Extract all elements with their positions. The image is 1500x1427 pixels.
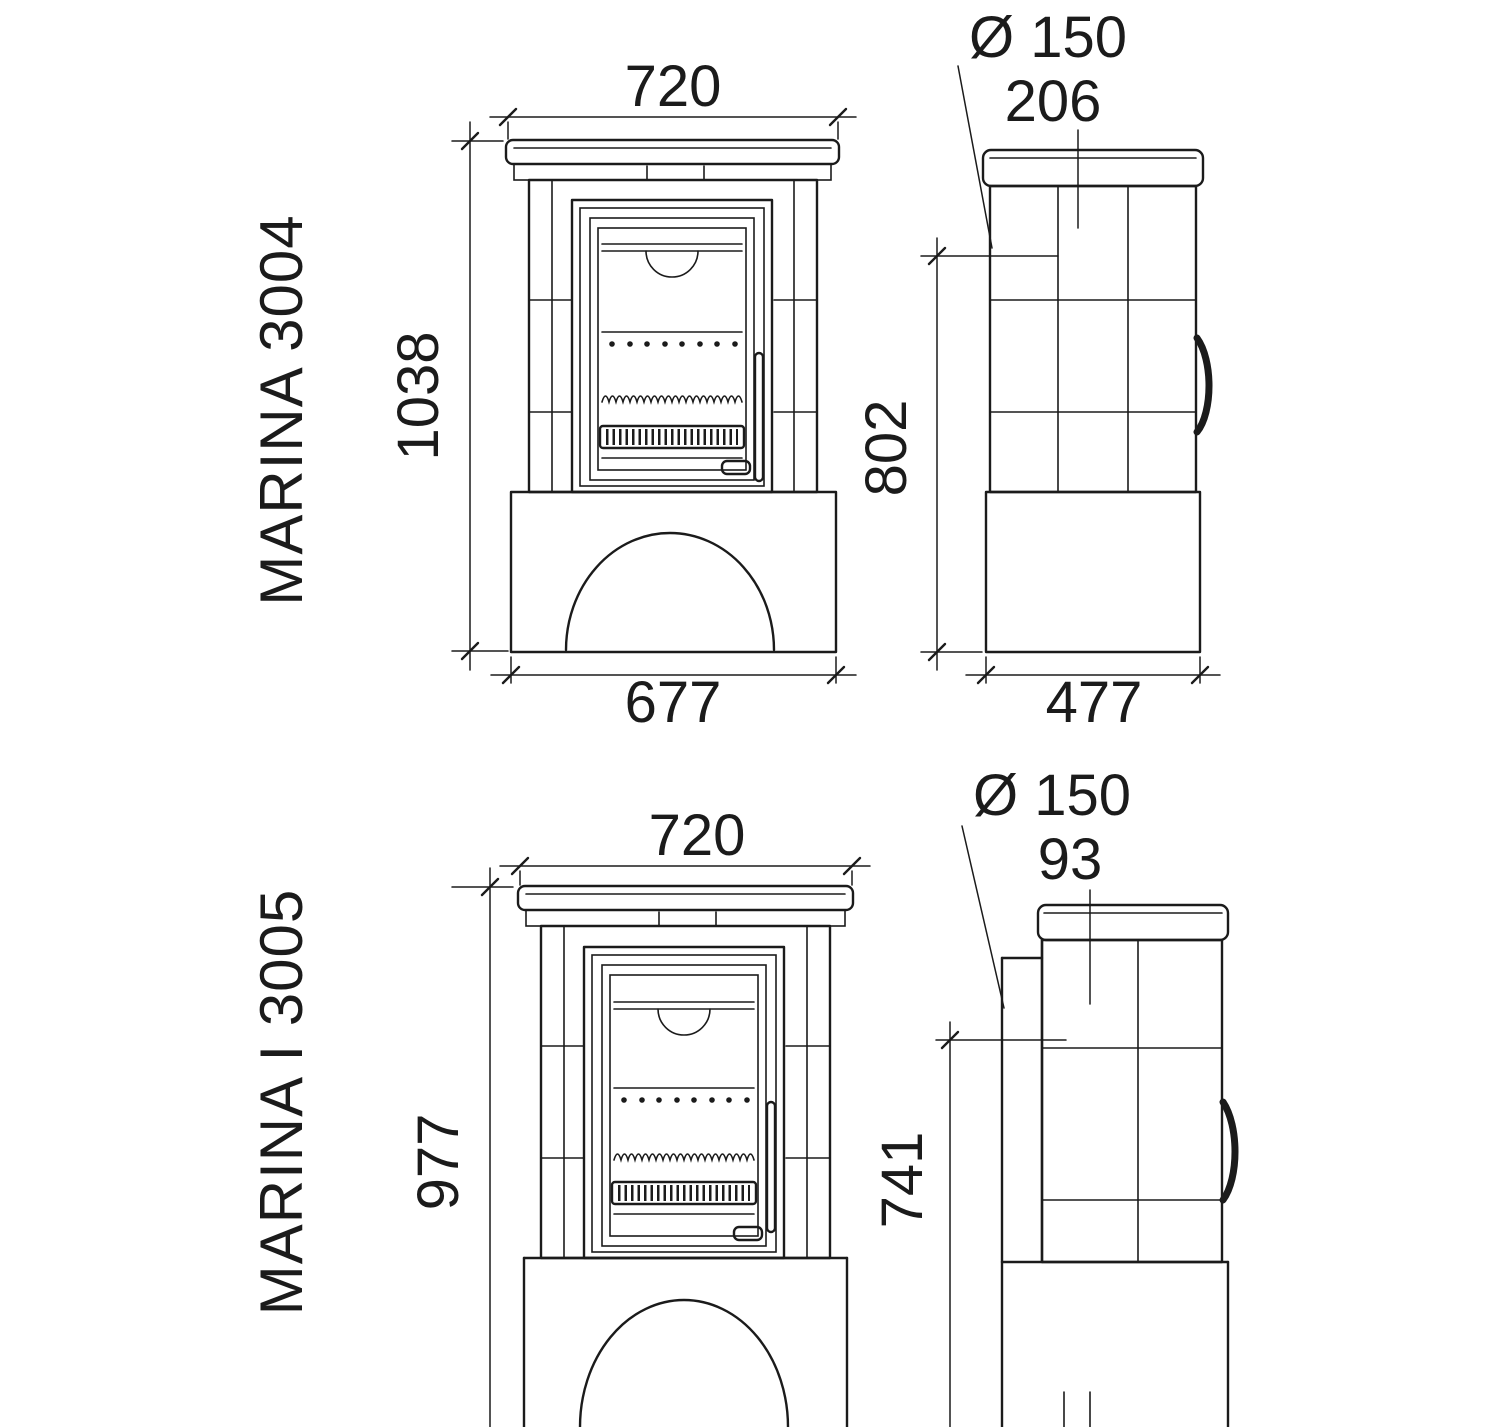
front-body-tiles [539, 924, 832, 1260]
model-3005-side-view [1000, 903, 1239, 1427]
side-base [984, 490, 1202, 654]
dim-3004-base-width-label: 677 [625, 670, 722, 735]
dim-3005-height-label: 977 [406, 1114, 471, 1211]
dim-3004-flue-height: 802 [854, 237, 1059, 671]
model-3004-dimensions: 720 1038 677 Ø 150 [386, 5, 1221, 735]
side-back-panel [1000, 938, 1044, 1264]
door-handle-bar [753, 351, 765, 483]
model-3004-label: MARINA 3004 [248, 214, 315, 605]
dim-3004-depth-label: 477 [1046, 670, 1143, 735]
door-latch [720, 459, 752, 476]
dim-3004-flue-height-label: 802 [854, 400, 919, 497]
door-coil-spring [613, 1153, 755, 1163]
model-3005: MARINA I 3005 [248, 763, 1239, 1427]
dim-3005-flue: Ø 150 93 [961, 763, 1131, 1009]
side-door-handle [1219, 1098, 1239, 1204]
model-3005-dimensions: 720 977 Ø 150 93 741 [406, 763, 1131, 1427]
dim-3004-flue-diameter-label: Ø 150 [969, 5, 1127, 70]
dim-3004-height-label: 1038 [386, 331, 451, 460]
dim-3004-base-width: 677 [490, 656, 857, 735]
dim-3005-top-width-label: 720 [649, 803, 746, 868]
model-3004: MARINA 3004 [248, 5, 1221, 735]
side-body-tiles [988, 184, 1198, 494]
front-door [582, 945, 786, 1260]
model-3005-label: MARINA I 3005 [248, 889, 315, 1316]
side-top-plate [981, 148, 1205, 188]
side-base [1000, 1260, 1230, 1427]
door-air-holes [601, 331, 743, 347]
front-crown [516, 884, 855, 927]
model-3004-side-view [981, 148, 1213, 654]
dim-3005-flue-offset-label: 93 [1038, 827, 1103, 892]
dim-3004-top-width: 720 [489, 54, 857, 140]
dim-3005-flue-diameter-label: Ø 150 [973, 763, 1131, 828]
door-grille [598, 424, 746, 459]
dim-3004-flue-offset-label: 206 [1005, 69, 1102, 134]
dim-3004-height: 1038 [386, 121, 509, 671]
front-crown [504, 138, 841, 181]
side-door-handle [1193, 334, 1213, 436]
dim-3005-top-width: 720 [499, 803, 871, 886]
front-door [570, 198, 774, 494]
front-base [522, 1256, 849, 1427]
dim-3005-flue-height-label: 741 [870, 1132, 935, 1229]
door-grille [610, 1180, 758, 1215]
door-air-holes [613, 1087, 755, 1103]
dim-3004-top-width-label: 720 [625, 54, 722, 119]
door-latch [732, 1225, 764, 1242]
door-air-deflector [613, 1001, 755, 1036]
door-handle-bar [765, 1100, 777, 1234]
side-top-plate [1036, 903, 1230, 942]
dim-3004-depth: 477 [965, 656, 1221, 735]
dim-3004-flue: Ø 150 206 [957, 5, 1127, 249]
door-coil-spring [601, 395, 743, 405]
base-arch [578, 1298, 790, 1427]
dim-3005-flue-height: 741 [870, 1021, 1067, 1427]
model-3004-front-view [504, 138, 841, 654]
front-base [509, 490, 838, 654]
dim-3005-height: 977 [406, 867, 514, 1427]
door-air-deflector [601, 243, 743, 278]
side-body-tiles [1040, 938, 1224, 1264]
model-3005-front-view [516, 884, 855, 1427]
base-arch [564, 531, 776, 652]
